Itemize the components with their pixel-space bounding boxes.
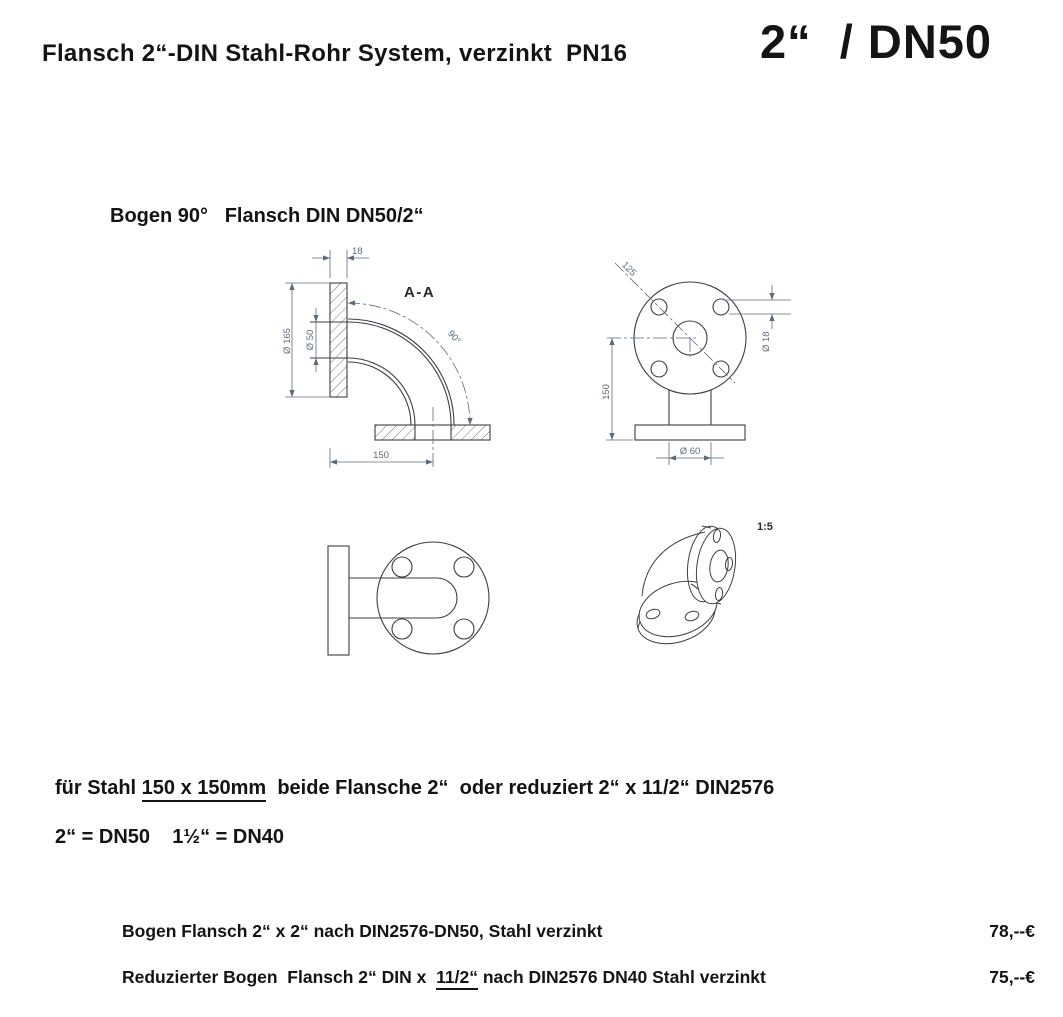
spec-line-1-prefix: für Stahl xyxy=(55,777,142,799)
dim-label-flange-thickness: 18 xyxy=(352,246,363,257)
spec-line-1: für Stahl 150 x 150mm beide Flansche 2“ … xyxy=(55,777,775,802)
pipe-cap xyxy=(436,577,458,619)
price-row-label-underlined: 11/2“ xyxy=(436,967,478,990)
dim-label-bolt-hole: Ø 18 xyxy=(761,331,772,352)
technical-drawing: 90° A-A 18 Ø 165 xyxy=(282,246,791,656)
spec-line-1-suffix: beide Flansche 2“ oder reduziert 2“ x 11… xyxy=(266,777,775,799)
angle-label: 90° xyxy=(445,328,463,346)
drawing-top-view xyxy=(327,541,490,656)
bottom-flange-edge xyxy=(634,424,746,441)
angle-dimension-arc xyxy=(347,300,473,426)
bolt-hole xyxy=(645,608,661,620)
bolt-hole xyxy=(684,610,700,622)
flange-cross-section xyxy=(330,283,347,397)
page-title: Flansch 2“-DIN Stahl-Rohr System, verzin… xyxy=(42,40,628,67)
bolt-hole xyxy=(650,298,668,316)
upper-flange-face xyxy=(695,527,737,605)
dimension-flange-thickness: 18 xyxy=(312,246,369,278)
price-value: 75,--€ xyxy=(989,967,1035,987)
drawing-front-view: 125 Ø 18 150 xyxy=(601,260,791,465)
bolt-hole xyxy=(714,587,724,601)
bolt-circle-diagonal xyxy=(614,262,736,384)
dimension-front-leg: 150 xyxy=(601,338,633,441)
bolt-hole xyxy=(712,298,730,316)
dim-label-bolt-circle: 125 xyxy=(619,260,638,279)
drawing-isometric-view: 1:5 xyxy=(636,521,773,645)
flange-bore xyxy=(709,549,729,583)
price-row-label-prefix: Reduzierter Bogen Flansch 2“ DIN x xyxy=(122,967,437,987)
price-value: 78,--€ xyxy=(989,921,1035,941)
dimension-flange-od: Ø 165 xyxy=(282,282,330,398)
dim-label-front-leg: 150 xyxy=(601,384,612,400)
pipe-outer-silhouette xyxy=(641,531,706,597)
spec-line-2: 2“ = DN50 1½“ = DN40 xyxy=(55,826,285,848)
bolt-hole xyxy=(712,529,722,543)
drawing-section-view: 90° A-A 18 Ø 165 xyxy=(282,246,491,470)
bolt-hole xyxy=(724,557,734,571)
price-row-label-suffix: nach DIN2576 DN40 Stahl verzinkt xyxy=(477,967,766,987)
bolt-hole xyxy=(712,360,730,378)
price-row: Bogen Flansch 2“ x 2“ nach DIN2576-DN50,… xyxy=(122,921,1035,942)
bottom-flange-cross-section xyxy=(374,424,491,441)
dim-label-bore: Ø 50 xyxy=(305,330,316,351)
bolt-hole xyxy=(391,556,413,578)
section-label: A-A xyxy=(404,284,435,301)
bolt-hole xyxy=(453,556,475,578)
dimension-bore: Ø 50 xyxy=(305,308,319,372)
dimension-bolt-hole: Ø 18 xyxy=(727,285,791,352)
scale-label: 1:5 xyxy=(757,521,773,533)
bolt-hole xyxy=(650,360,668,378)
elbow-arcs xyxy=(347,318,455,426)
dimension-pipe-od: Ø 60 xyxy=(656,442,724,465)
dimension-section-leg: 150 xyxy=(329,448,433,468)
wall-flange xyxy=(327,545,350,656)
bolt-hole xyxy=(453,618,475,640)
dim-label-section-leg: 150 xyxy=(373,450,389,461)
price-row-label: Bogen Flansch 2“ x 2“ nach DIN2576-DN50,… xyxy=(122,921,602,942)
dim-label-flange-od: Ø 165 xyxy=(282,328,293,354)
flange-outline xyxy=(376,541,490,655)
size-code: 2“ / DN50 xyxy=(760,15,993,68)
price-row: Reduzierter Bogen Flansch 2“ DIN x 11/2“… xyxy=(122,967,1035,990)
dim-label-pipe-od: Ø 60 xyxy=(680,446,701,457)
bolt-hole xyxy=(391,618,413,640)
price-row-label-prefix: Bogen Flansch 2“ x 2“ nach DIN2576-DN50,… xyxy=(122,921,603,941)
drawing-subtitle: Bogen 90° Flansch DIN DN50/2“ xyxy=(110,205,424,227)
price-row-label: Reduzierter Bogen Flansch 2“ DIN x 11/2“… xyxy=(122,967,766,990)
spec-line-1-dimensions: 150 x 150mm xyxy=(141,777,267,802)
